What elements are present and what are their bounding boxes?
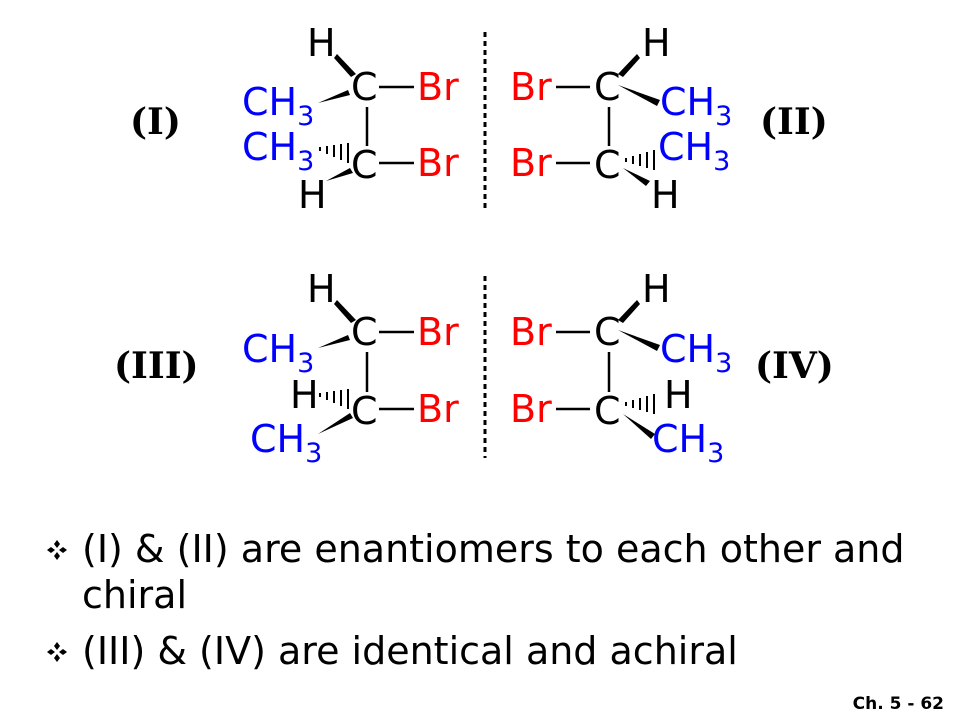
roman-label-IV: (IV) xyxy=(755,345,834,387)
group-methyl-top: CH3 xyxy=(242,327,314,379)
group-methyl-top: CH3 xyxy=(660,80,732,132)
atom-Br-top: Br xyxy=(417,310,459,354)
bullet-list: (I) & (II) are enantiomers to each other… xyxy=(46,526,946,674)
atom-Br-bottom: Br xyxy=(510,141,552,185)
roman-label-III: (III) xyxy=(114,345,199,387)
group-methyl-bottom: CH3 xyxy=(658,125,730,177)
wedge-bond xyxy=(623,414,655,439)
atom-H-middle: H xyxy=(664,373,693,417)
hashed-bond xyxy=(319,389,349,409)
wedge-bond xyxy=(623,168,650,186)
group-methyl-top: CH3 xyxy=(660,327,732,379)
atom-H-top: H xyxy=(642,267,671,311)
atom-C-top: C xyxy=(351,65,378,109)
atom-Br-top: Br xyxy=(417,65,459,109)
atom-Br-top: Br xyxy=(510,310,552,354)
molecule-III: (III) H C Br CH3 H C Br CH3 xyxy=(114,267,459,469)
atom-H-middle: H xyxy=(290,373,319,417)
bullet-item: (III) & (IV) are identical and achiral xyxy=(46,628,946,674)
atom-Br-bottom: Br xyxy=(510,387,552,431)
wedge-bond xyxy=(326,168,353,181)
atom-H-top: H xyxy=(642,21,671,65)
wedge-bond xyxy=(618,54,640,77)
four-diamond-icon xyxy=(47,642,67,662)
wedge-bond xyxy=(618,300,640,323)
atom-Br-top: Br xyxy=(510,65,552,109)
wedge-bond xyxy=(618,85,660,106)
hashed-bond xyxy=(319,143,349,163)
atom-C-bottom: C xyxy=(594,389,621,433)
roman-label-II: (II) xyxy=(760,101,828,143)
wedge-bond xyxy=(318,413,353,434)
atom-C-bottom: C xyxy=(594,143,621,187)
atom-C-top: C xyxy=(594,65,621,109)
atom-C-top: C xyxy=(351,310,378,354)
atom-Br-bottom: Br xyxy=(417,387,459,431)
wedge-bond xyxy=(334,54,356,77)
hashed-bond xyxy=(625,394,655,414)
atom-Br-bottom: Br xyxy=(417,141,459,185)
roman-label-I: (I) xyxy=(130,101,181,143)
atom-H-bottom: H xyxy=(651,173,680,217)
wedge-bond xyxy=(618,330,660,351)
hashed-bond xyxy=(625,150,655,170)
wedge-bond xyxy=(334,300,356,323)
group-methyl-bottom: CH3 xyxy=(250,417,322,469)
molecule-IV: (IV) H Br C CH3 H Br C CH3 xyxy=(510,267,834,469)
atom-C-bottom: C xyxy=(351,389,378,433)
wedge-bond xyxy=(318,335,350,348)
molecule-II: (II) H Br C CH3 CH3 Br C H xyxy=(510,21,828,217)
atom-H-top: H xyxy=(307,21,336,65)
atom-H-bottom: H xyxy=(298,173,327,217)
group-methyl-top: CH3 xyxy=(242,80,314,132)
bullet-item: (I) & (II) are enantiomers to each other… xyxy=(46,526,946,618)
four-diamond-icon xyxy=(47,540,67,560)
atom-C-bottom: C xyxy=(351,143,378,187)
bullet-text: (III) & (IV) are identical and achiral xyxy=(82,629,738,673)
slide-number: Ch. 5 - 62 xyxy=(852,694,944,714)
atom-H-top: H xyxy=(307,267,336,311)
bullet-text: (I) & (II) are enantiomers to each other… xyxy=(82,527,905,617)
molecule-I: (I) H C Br CH3 CH3 C Br H xyxy=(130,21,459,217)
atom-C-top: C xyxy=(594,310,621,354)
group-methyl-bottom: CH3 xyxy=(242,125,314,177)
group-methyl-bottom: CH3 xyxy=(652,417,724,469)
wedge-bond xyxy=(318,90,350,103)
